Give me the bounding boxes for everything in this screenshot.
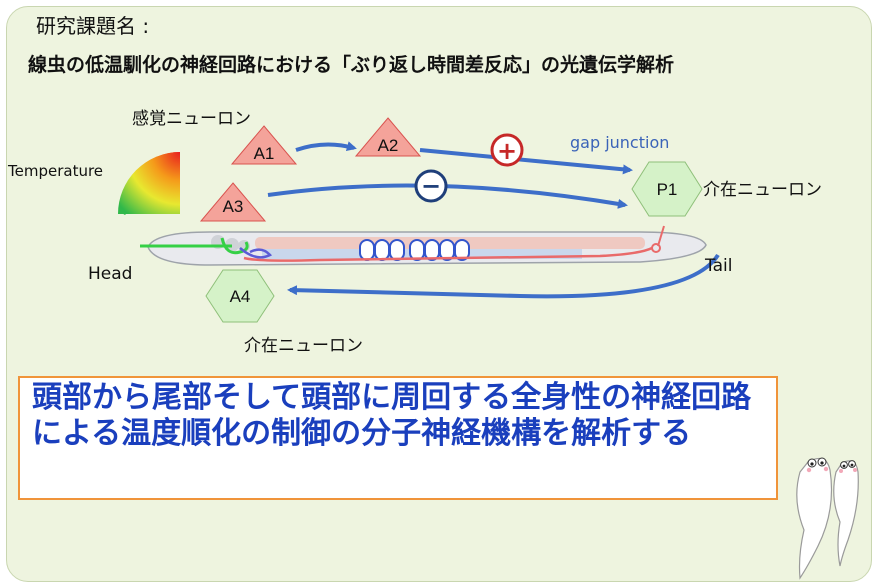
tail-label: Tail (705, 256, 733, 276)
minus-sign-label: − (421, 172, 441, 200)
neuron-a4-label: A4 (230, 287, 251, 306)
neuron-a4: A4 (205, 269, 275, 323)
plus-sign-label: + (497, 137, 517, 165)
neuron-a2-label: A2 (378, 136, 399, 155)
gap-junction-label: gap junction (570, 133, 670, 152)
interneuron-bottom-label: 介在ニューロン (244, 336, 363, 356)
neuron-a1: A1 (230, 125, 298, 165)
minus-sign-icon: − (414, 169, 448, 203)
sensory-neuron-label: 感覚ニューロン (132, 109, 251, 129)
interneuron-right-label: 介在ニューロン (703, 180, 822, 200)
summary-text: 頭部から尾部そして頭部に周回する全身性の神経回路による温度順化の制御の分子神経機… (32, 380, 752, 451)
temperature-wedge (118, 152, 180, 214)
worm-character-icon (796, 457, 859, 580)
worm-body (140, 225, 707, 266)
temperature-label: Temperature (8, 162, 104, 180)
head-label: Head (88, 264, 133, 284)
neuron-p1: P1 (631, 161, 703, 217)
neuron-p1-label: P1 (657, 180, 678, 199)
neuron-a2: A2 (354, 117, 422, 157)
plus-sign-icon: + (490, 133, 524, 167)
neuron-a3: A3 (199, 182, 267, 222)
neuron-a1-label: A1 (254, 144, 275, 163)
arrow-tail-a4 (287, 253, 720, 299)
title-label: 研究課題名 : (36, 14, 150, 38)
arrow-a1-a2 (295, 141, 357, 152)
research-title: 線虫の低温馴化の神経回路における「ぶり返し時間差反応」の光遺伝学解析 (28, 54, 675, 76)
arrow-a2-p1 (419, 148, 633, 175)
summary-box: 頭部から尾部そして頭部に周回する全身性の神経回路による温度順化の制御の分子神経機… (18, 376, 778, 500)
neuron-a3-label: A3 (223, 197, 244, 216)
